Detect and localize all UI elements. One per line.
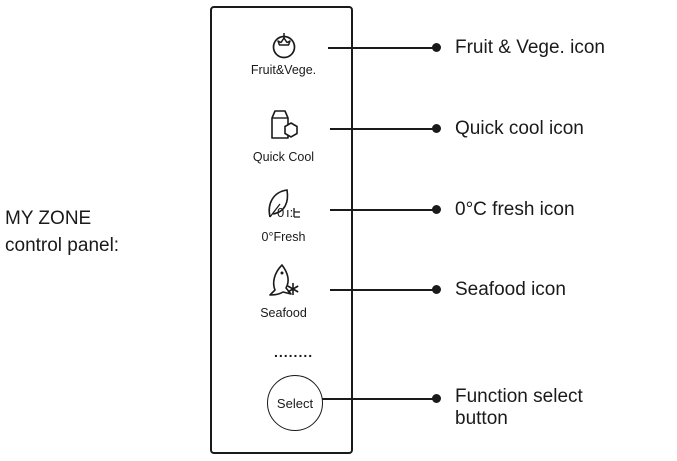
zero-fresh-callout: 0°C fresh icon — [455, 199, 575, 220]
callout-dot — [432, 124, 441, 133]
leader-line — [328, 47, 436, 49]
zero-fresh-label: 0°Fresh — [261, 230, 306, 244]
svg-text:0: 0 — [277, 205, 284, 220]
callout-dot — [432, 205, 441, 214]
more-indicator: ........ — [274, 344, 314, 360]
fruit-vege-label: Fruit&Vege. — [250, 63, 317, 77]
select-button[interactable]: Select — [267, 375, 323, 431]
fruit-vege-callout: Fruit & Vege. icon — [455, 37, 605, 58]
leader-line — [330, 209, 436, 211]
seafood-callout: Seafood icon — [455, 279, 566, 300]
leader-line — [322, 398, 436, 400]
panel-caption-line1: MY ZONE — [5, 208, 92, 229]
my-zone-panel: Fruit&Vege. Quick Cool 0 ı: 0°Fresh — [210, 6, 353, 454]
quick-cool-callout: Quick cool icon — [455, 118, 584, 139]
milk-carton-icon — [268, 107, 302, 141]
panel-caption-line2: control panel: — [5, 235, 120, 256]
tomato-icon — [269, 30, 299, 60]
fish-snowflake-icon — [266, 261, 302, 299]
leader-line — [330, 128, 436, 130]
callout-dot — [432, 43, 441, 52]
leaf-zero-icon: 0 ı: — [265, 186, 305, 220]
quick-cool-label: Quick Cool — [252, 150, 315, 164]
select-callout-line2: button — [455, 408, 508, 429]
leader-line — [330, 289, 436, 291]
svg-text:ı:: ı: — [286, 205, 293, 220]
seafood-label: Seafood — [260, 306, 307, 320]
callout-dot — [432, 285, 441, 294]
callout-dot — [432, 394, 441, 403]
select-callout-line1: Function select — [455, 386, 583, 407]
